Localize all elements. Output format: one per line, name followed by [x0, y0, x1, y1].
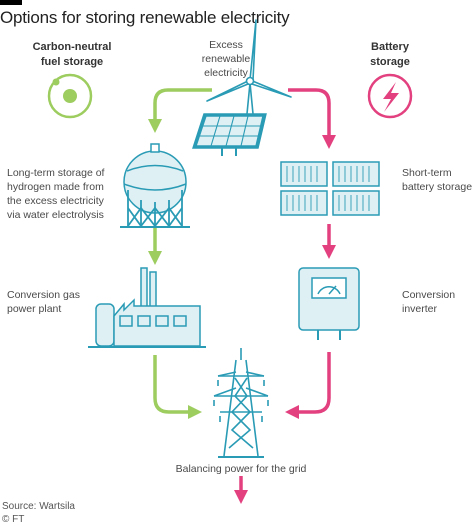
battery-storage-label-line2: storage	[370, 56, 410, 68]
hydrogen-storage-label: Long-term storage of hydrogen made from …	[7, 166, 132, 222]
hydrogen-label-line3: the excess electricity	[7, 195, 104, 207]
fuel-storage-label: Carbon-neutral fuel storage	[22, 40, 122, 70]
grid-balancing-label: Balancing power for the grid	[175, 463, 307, 475]
excess-electricity-label: Excess renewable electricity	[186, 38, 266, 80]
battery-path-arrows	[234, 88, 336, 504]
fuel-storage-label-line1: Carbon-neutral	[32, 41, 112, 53]
battery-storage-label: Battery storage	[352, 40, 428, 70]
source-note: Source: Wartsila © FT	[2, 500, 75, 526]
gas-plant-label-line1: Conversion gas	[7, 289, 80, 301]
hydrogen-tank-icon	[120, 143, 190, 228]
fuel-path-arrows	[148, 88, 212, 419]
gas-plant-label: Conversion gas power plant	[7, 288, 107, 316]
credit-text: © FT	[2, 514, 25, 525]
hydrogen-label-line1: Long-term storage of	[7, 167, 105, 179]
inverter-label: Conversion inverter	[402, 288, 472, 316]
excess-label-line1: Excess	[209, 39, 243, 51]
hydrogen-label-line4: via water electrolysis	[7, 209, 104, 221]
power-pylon-icon	[213, 348, 269, 458]
excess-label-line3: electricity	[204, 67, 248, 79]
short-term-storage-label: Short-term battery storage	[402, 166, 474, 194]
inverter-label-line2: inverter	[402, 303, 438, 315]
header-bar	[0, 0, 22, 5]
page-title: Options for storing renewable electricit…	[0, 8, 290, 27]
battery-bolt-icon	[367, 73, 413, 119]
wind-turbine-icon	[206, 19, 292, 125]
solar-panel-icon	[192, 113, 267, 156]
inverter-icon	[298, 267, 360, 340]
battery-storage-label-line1: Battery	[371, 41, 409, 53]
source-text: Source: Wartsila	[2, 501, 75, 512]
hydrogen-label-line2: hydrogen made from	[7, 181, 104, 193]
short-term-label-line2: battery storage	[402, 181, 473, 193]
fuel-storage-icon	[47, 73, 93, 119]
inverter-label-line1: Conversion	[402, 289, 456, 301]
battery-containers-icon	[280, 161, 380, 216]
excess-label-line2: renewable	[201, 53, 251, 65]
gas-plant-label-line2: power plant	[7, 303, 62, 315]
gas-power-plant-icon	[88, 267, 206, 348]
short-term-label-line1: Short-term	[402, 167, 452, 179]
fuel-storage-label-line2: fuel storage	[40, 56, 104, 68]
